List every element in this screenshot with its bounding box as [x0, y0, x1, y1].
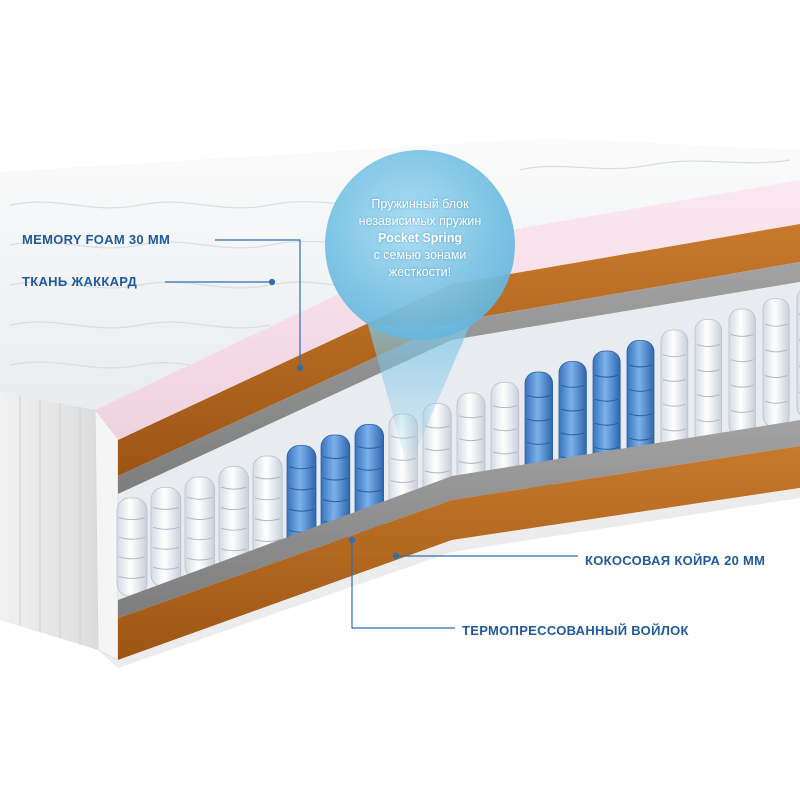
pocket-spring	[660, 329, 689, 454]
bubble-line-3: Pocket Spring	[377, 231, 463, 245]
pocket-spring	[116, 497, 148, 597]
bubble-line-1: Пружинный блок	[371, 197, 469, 211]
pocket-spring	[184, 476, 216, 579]
quilt-stitching	[9, 159, 791, 369]
info-bubble	[325, 150, 515, 340]
pocket-spring	[218, 466, 249, 570]
callout-coconut-coir: КОКОСОВАЯ КОЙРА 20 ММ	[585, 553, 766, 568]
pocket-spring	[252, 455, 283, 561]
pocket-spring	[558, 361, 587, 481]
leader-memory-foam	[215, 239, 301, 366]
pocket-spring	[694, 319, 723, 446]
quilted-top-surface	[0, 138, 800, 410]
top-felt-layer	[118, 262, 800, 494]
callout-memory-foam: MEMORY FOAM 30 MM	[22, 232, 171, 247]
memory-foam-layer	[95, 180, 800, 440]
pocket-spring	[320, 434, 351, 543]
pocket-spring	[626, 340, 655, 463]
bubble-line-4: с семью зонами	[373, 248, 467, 262]
side-panel-front-edge	[94, 409, 119, 661]
pocket-spring	[762, 298, 790, 428]
top-coir-layer	[118, 224, 800, 476]
pocket-spring	[728, 308, 756, 437]
pocket-spring	[150, 487, 182, 588]
mattress-bottom-edge	[98, 488, 800, 668]
info-bubble-text: Пружинный блок независимых пружин Pocket…	[318, 196, 522, 281]
bubble-line-5: жесткости!	[388, 265, 452, 279]
pocket-spring	[286, 445, 317, 552]
callout-leaders	[165, 239, 578, 629]
callout-jacquard-fabric: ТКАНЬ ЖАККАРД	[22, 274, 138, 289]
callout-thermo-felt: ТЕРМОПРЕССОВАННЫЙ ВОЙЛОК	[462, 623, 689, 638]
pocket-spring	[796, 290, 800, 416]
leader-felt	[351, 540, 455, 629]
mattress-side-panel	[0, 392, 98, 650]
bubble-line-2: независимых пружин	[358, 214, 482, 228]
info-bubble-pointer	[368, 325, 470, 470]
side-panel-stripes	[19, 396, 81, 645]
bottom-felt-layer	[118, 420, 800, 618]
pocket-spring	[592, 350, 621, 472]
bottom-coir-layer	[118, 446, 800, 660]
